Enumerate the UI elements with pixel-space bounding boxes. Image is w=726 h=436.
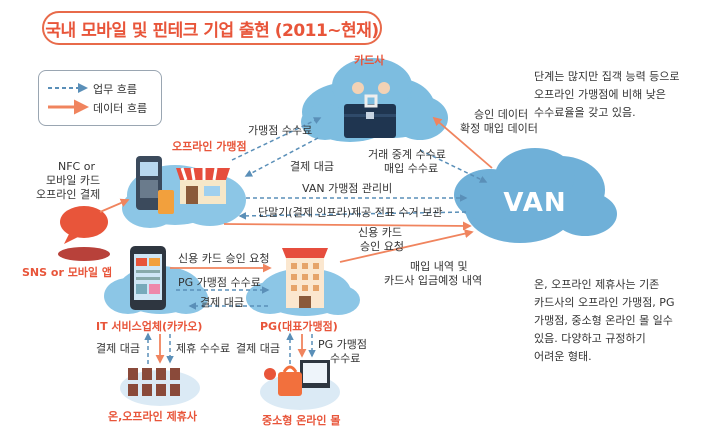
bottom-partner-fee-label: 제휴 수수료 (176, 342, 231, 355)
smartphone-icon (130, 246, 166, 310)
credit-approval-request-label: 신용 카드 승인 요청 (178, 252, 270, 265)
sns-app-label: SNS or 모바일 앱 (22, 266, 113, 279)
bottom-pg-fee-1-label: PG 가맹점 (318, 338, 368, 351)
diagram-title: 국내 모바일 및 핀테크 기업 출현 (2011~현재) (42, 11, 382, 45)
note-top-line-1: 단계는 많지만 집객 능력 등으로 (534, 70, 680, 83)
legend: 업무 흐름 데이터 흐름 (38, 70, 162, 126)
purchase-fee-label: 매입 수수료 (384, 162, 439, 175)
note-bottom-line-1: 온, 오프라인 제휴사는 기존 (534, 278, 660, 291)
van-cloud (454, 148, 617, 243)
offline-merchant-label: 오프라인 가맹점 (172, 140, 247, 153)
terminal-service-label: 단말기(결제 인프라)제공 전표 수거 보관 (258, 206, 443, 219)
pg-merchant-fee-label: PG 가맹점 수수료 (178, 276, 261, 289)
pos-terminal-icon (136, 156, 174, 214)
note-bottom-line-3: 가맹점, 중소형 온라인 몰 일수 (534, 314, 673, 327)
online-mall-label: 중소형 온라인 몰 (262, 414, 341, 427)
briefcase-icon (344, 82, 396, 138)
nfc-label-3: 오프라인 결제 (36, 188, 101, 201)
legend-business-flow-label: 업무 흐름 (93, 83, 137, 96)
purchase-detail-label-2: 카드사 입금예정 내역 (384, 274, 483, 287)
credit-card-label-1: 신용 카드 (358, 226, 402, 239)
note-bottom-line-4: 있음. 다양하고 규정하기 (534, 332, 646, 345)
bottom-payment-1-label: 결제 대금 (96, 342, 140, 355)
confirmed-purchase-label: 확정 매입 데이터 (460, 122, 538, 135)
merchant-fee-label: 가맹점 수수료 (248, 124, 313, 137)
purchase-detail-label-1: 매입 내역 및 (410, 260, 468, 273)
partner-store-icon (120, 368, 200, 406)
building-icon (282, 248, 328, 308)
nfc-label-2: 모바일 카드 (46, 174, 101, 187)
nfc-label-1: NFC or (58, 160, 95, 173)
sns-bubble-icon (58, 206, 110, 261)
legend-data-flow: 데이터 흐름 (47, 99, 147, 117)
note-bottom-line-5: 어려운 형태. (534, 350, 592, 363)
card-company-label: 카드사 (354, 54, 385, 67)
note-bottom-line-2: 카드사의 오프라인 가맹점, PG (534, 296, 675, 309)
partner-store-label: 온,오프라인 제휴사 (108, 410, 197, 423)
bottom-pg-fee-2-label: 수수료 (330, 352, 361, 365)
approval-data-label: 승인 데이터 (474, 108, 529, 121)
payment-settlement-label: 결제 대금 (290, 160, 334, 173)
online-mall-icon (260, 360, 340, 410)
legend-business-flow: 업무 흐름 (47, 80, 137, 98)
van-label: VAN (503, 188, 567, 218)
pg-label: PG(대표가맹점) (260, 320, 338, 333)
store-icon (176, 167, 230, 204)
note-top-line-2: 오프라인 가맹점에 비해 낮은 (534, 88, 666, 101)
it-service-label: IT 서비스업체(카카오) (96, 320, 203, 333)
relay-fee-label: 거래 중계 수수료 (368, 148, 446, 161)
bottom-payment-2-label: 결제 대금 (236, 342, 280, 355)
legend-data-flow-label: 데이터 흐름 (93, 102, 148, 115)
credit-card-label-2: 승인 요청 (360, 240, 404, 253)
payment-settlement-2-label: 결제 대금 (200, 296, 244, 309)
note-top-line-3: 수수료율을 갖고 있음. (534, 106, 636, 119)
van-mgmt-fee-label: VAN 가맹점 관리비 (302, 182, 393, 195)
